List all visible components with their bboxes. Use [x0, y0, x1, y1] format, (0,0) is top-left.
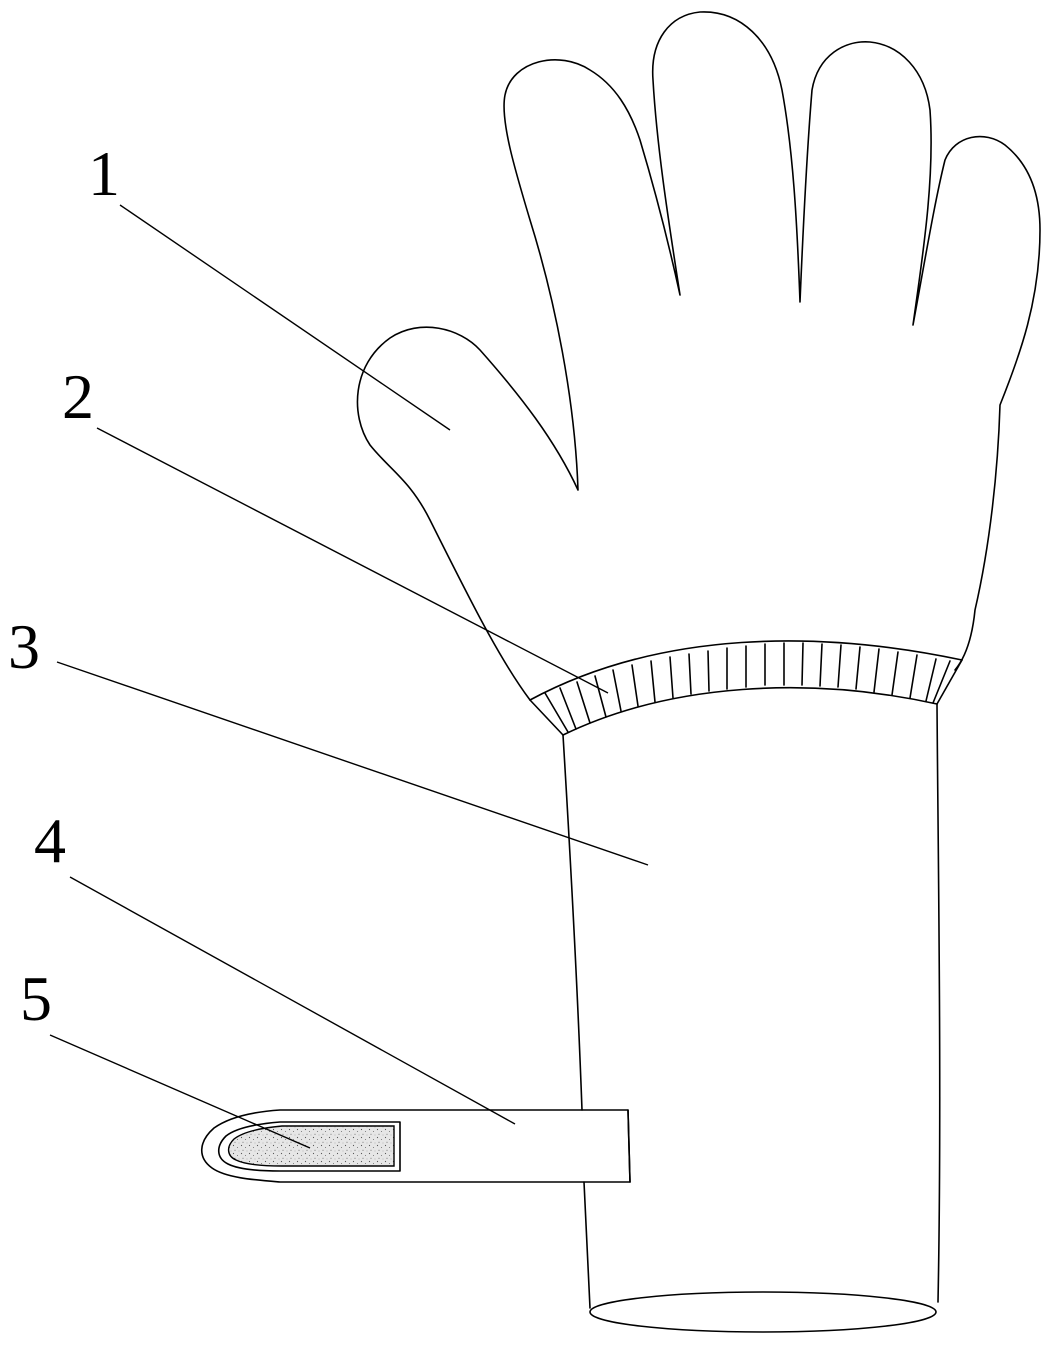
elastic-cuff	[529, 640, 963, 736]
strap-end-edge	[627, 1109, 631, 1183]
leader-line-3	[56, 661, 649, 866]
strap-inner-outline	[217, 1121, 401, 1172]
sleeve-opening	[589, 1291, 937, 1333]
label-5: 5	[20, 963, 52, 1034]
leader-line-5	[49, 1034, 311, 1149]
cuff-ribs	[544, 642, 951, 733]
sleeve-left-edge-lower	[583, 1181, 591, 1309]
fastener-patch-fill	[227, 1125, 395, 1167]
leader-line-1	[119, 204, 451, 431]
cuff-outer-edge	[529, 640, 963, 701]
cuff-left-end	[529, 699, 564, 736]
label-1: 1	[88, 138, 120, 209]
glove-body	[356, 11, 1041, 701]
label-2: 2	[62, 361, 94, 432]
cuff-inner-edge	[562, 687, 938, 736]
strap-outline	[200, 1109, 631, 1183]
reference-labels: 1 2 3 4 5	[8, 138, 120, 1034]
sleeve-right-edge	[936, 703, 941, 1303]
fastener-patch	[227, 1125, 395, 1167]
leader-line-4	[69, 876, 516, 1125]
sleeve	[562, 703, 941, 1333]
glove-hand-outline	[356, 11, 1041, 701]
cuff-right-end	[936, 659, 963, 705]
sleeve-left-edge	[562, 734, 583, 1111]
label-3: 3	[8, 611, 40, 682]
leader-line-2	[96, 427, 609, 694]
leader-lines	[49, 204, 649, 1149]
strap	[200, 1109, 631, 1183]
label-4: 4	[34, 805, 66, 876]
